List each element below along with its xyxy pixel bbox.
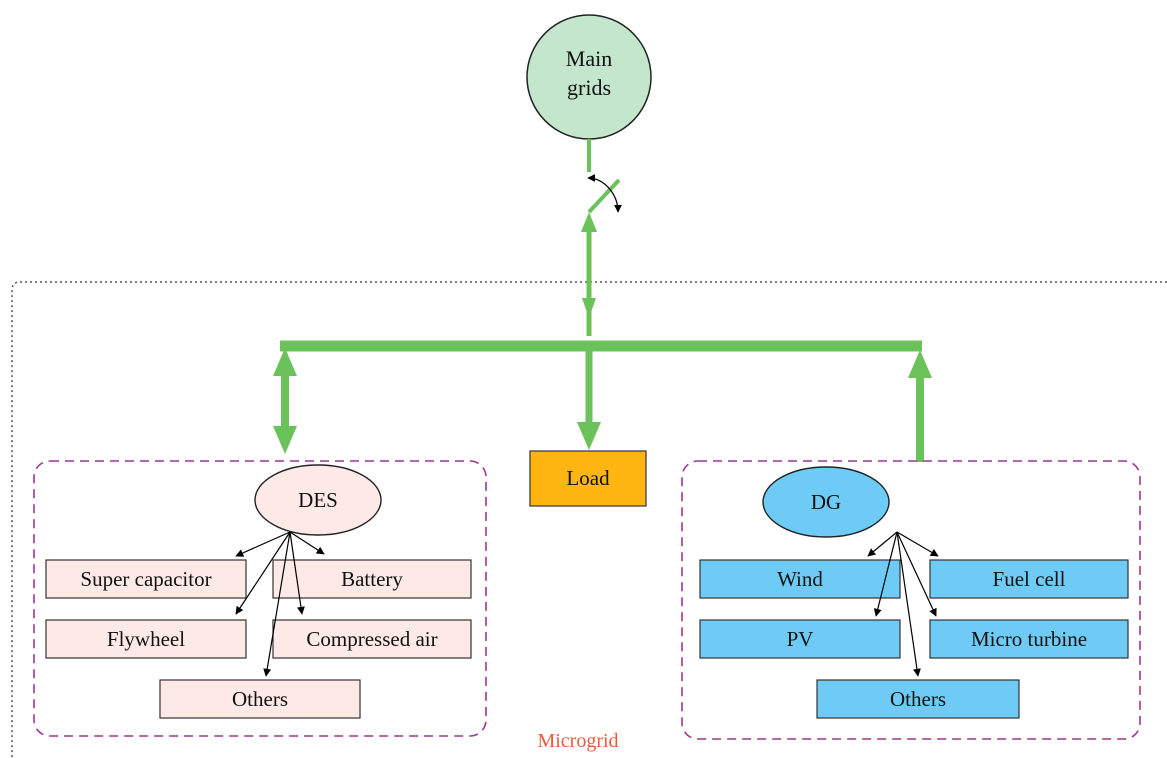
grid-connection-line [581,212,597,336]
load-branch [577,350,601,450]
dg-item-label: Wind [777,567,823,591]
load-box: Load [529,450,647,507]
grid-switch [587,139,621,214]
des-item-label: Super capacitor [80,567,211,591]
des-item-flywheel: Flywheel [45,619,247,659]
dg-branch [908,350,932,462]
load-label: Load [566,466,610,490]
des-branch [273,348,297,454]
dg-node: DG [762,466,890,538]
des-item-battery: Battery [272,559,472,599]
des-item-super-capacitor: Super capacitor [45,559,247,599]
des-item-label: Battery [341,567,403,591]
microgrid-label: Microgrid [537,730,618,752]
dg-item-micro-turbine: Micro turbine [929,619,1129,659]
dg-title: DG [811,490,841,514]
des-item-label: Flywheel [107,627,185,651]
des-group: DES Super capacitor Battery Flywheel Com… [33,460,487,737]
des-item-compressed-air: Compressed air [272,619,472,659]
switch-rotation-arrow-icon [587,174,622,213]
des-title: DES [298,488,338,512]
main-grid-node: Main grids [526,14,652,140]
dg-connectors [867,531,939,677]
dg-group: DG Wind Fuel cell PV Micro turbine Other… [681,460,1141,740]
main-grid-label-line2: grids [567,75,611,100]
dg-item-label: Fuel cell [993,567,1066,591]
dg-item-others: Others [816,679,1020,719]
des-item-label: Others [232,687,288,711]
dg-item-label: PV [787,627,814,651]
dg-item-wind: Wind [699,559,901,599]
des-item-label: Compressed air [306,627,437,651]
dg-item-label: Others [890,687,946,711]
des-item-others: Others [159,679,361,719]
des-node: DES [254,464,382,536]
main-grid-label-line1: Main [566,46,612,71]
dg-item-label: Micro turbine [971,627,1087,651]
dg-item-fuel-cell: Fuel cell [929,559,1129,599]
dg-item-pv: PV [699,619,901,659]
des-connectors [235,531,325,677]
